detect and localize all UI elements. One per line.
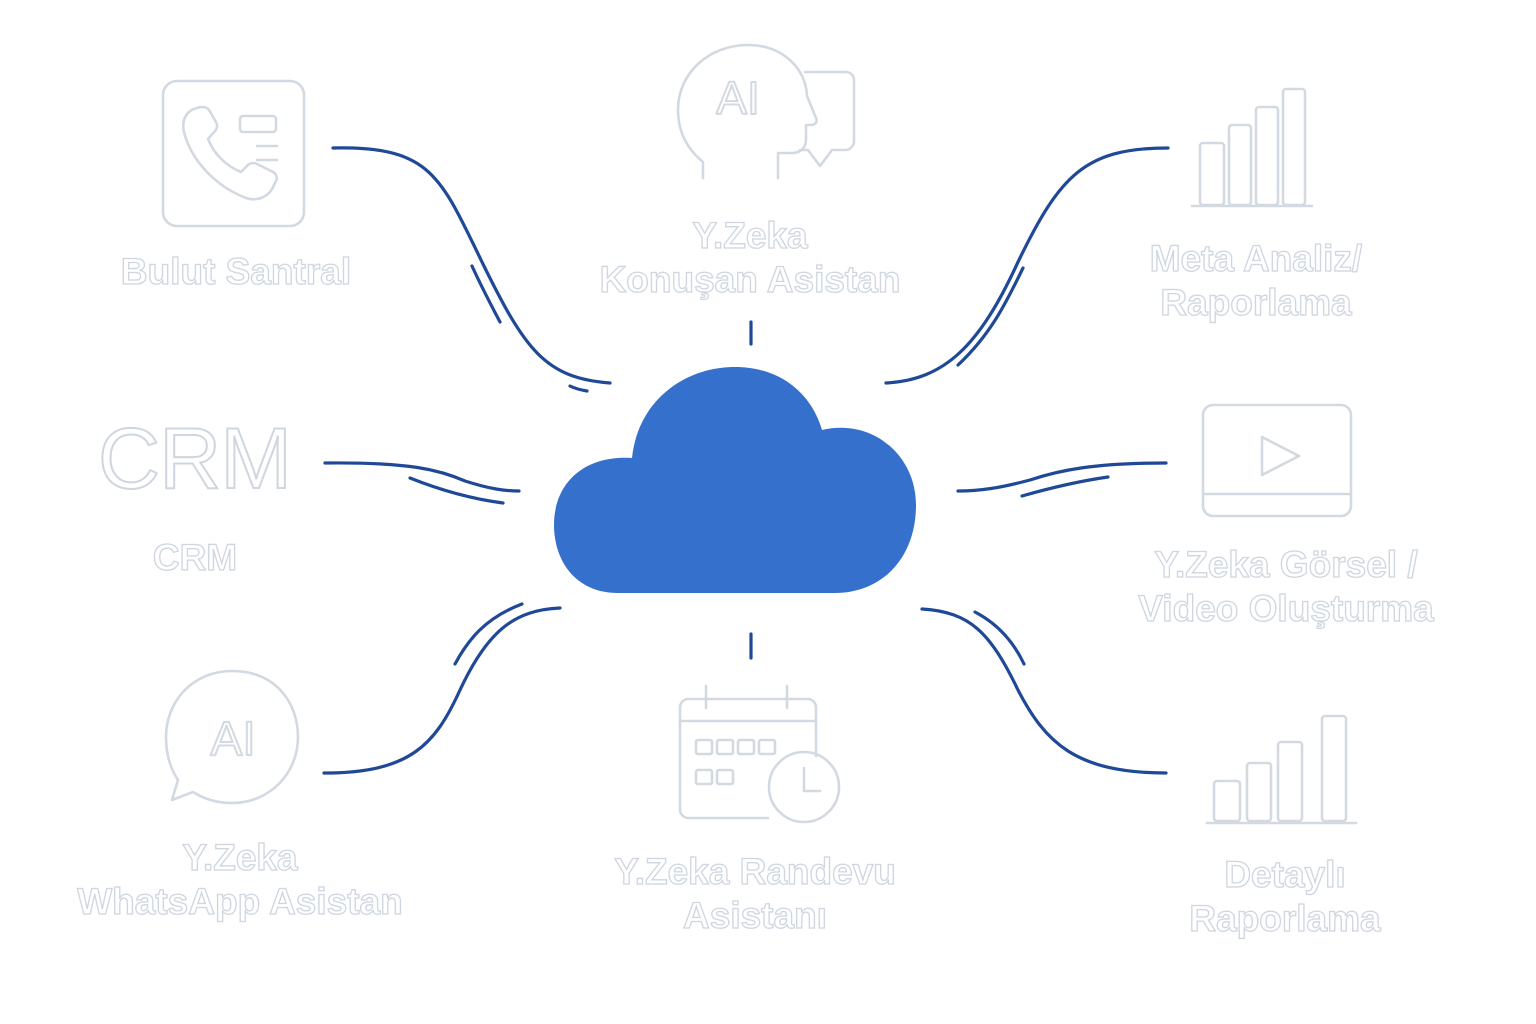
label-line: Y.Zeka [182,836,299,878]
node-label-whatsapp-asistan: Y.Zeka WhatsApp Asistan [50,836,430,924]
node-label-detayli-raporlama: Detaylı Raporlama [1140,853,1430,941]
label-line: Raporlama [1160,281,1353,323]
connector-gorsel-video-accent [1020,475,1110,498]
connector-bulut-santral-accent [470,264,502,324]
ai-chat-bubble-icon: AI [164,669,300,805]
connector-whatsapp-asistan-accent [453,602,524,666]
label-line: Y.Zeka [692,214,809,256]
video-player-icon [1201,403,1353,518]
bar-chart-icon [1190,87,1314,208]
connector-detayli-raporlama [920,607,1168,775]
connector-detayli-raporlama-accent [973,610,1026,666]
connector-bulut-santral-accent [568,384,589,393]
label-line: Konuşan Asistan [599,258,901,300]
connector-crm [323,461,521,493]
node-label-meta-analiz: Meta Analiz/ Raporlama [1106,237,1406,325]
label-line: Raporlama [1189,897,1382,939]
bar-chart-icon [1205,714,1358,825]
label-line: Bulut Santral [120,250,352,292]
label-line: Y.Zeka Randevu [613,850,896,892]
label-line: Detaylı [1224,853,1347,895]
calendar-clock-icon [678,684,841,824]
connectors [322,146,1170,775]
label-line: CRM [152,536,238,578]
node-label-randevu-asistani: Y.Zeka Randevu Asistanı [580,850,930,938]
ai-chat-bubble-icon-text: AI [210,713,255,766]
label-line: Y.Zeka Görsel / [1154,543,1419,585]
connector-bulut-santral [331,146,612,385]
ai-head-speech-icon-text: AI [716,72,759,124]
connector-gorsel-video [956,461,1168,493]
label-line: Asistanı [682,894,827,936]
node-label-crm: CRM [95,536,295,580]
cloud-icon [554,367,916,593]
ai-head-speech-icon: AI [676,43,856,180]
node-label-konusan-asistan: Y.Zeka Konuşan Asistan [560,214,940,302]
label-line: WhatsApp Asistan [77,880,404,922]
connector-meta-analiz-accent [956,266,1025,367]
connector-crm-accent [408,476,505,505]
connector-whatsapp-asistan [322,606,562,775]
connector-meta-analiz [884,146,1170,385]
label-line: Video Oluşturma [1138,587,1435,629]
phone-panel-icon [161,79,306,228]
crm-text-icon: CRM [97,411,293,507]
node-label-gorsel-video: Y.Zeka Görsel / Video Oluşturma [1106,543,1466,631]
node-label-bulut-santral: Bulut Santral [86,250,386,294]
label-line: Meta Analiz/ [1149,237,1363,279]
